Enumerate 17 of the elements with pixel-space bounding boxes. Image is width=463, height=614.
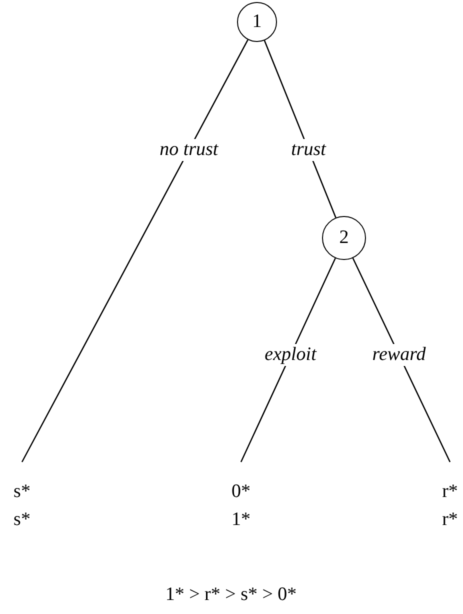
tree-branch: [264, 40, 336, 218]
tree-branch: [21, 39, 248, 462]
payoff-value: 1*: [232, 508, 250, 532]
player-node: 1: [237, 2, 277, 42]
payoff-value: r*: [442, 508, 458, 532]
payoff-value: s*: [14, 508, 30, 532]
tree-branch: [240, 258, 336, 462]
edge-label: no trust: [158, 139, 220, 161]
edge-label: reward: [370, 344, 428, 366]
payoff-value: s*: [14, 480, 30, 504]
player-node: 2: [322, 216, 366, 260]
edge-label: exploit: [262, 344, 318, 366]
edge-label: trust: [289, 139, 328, 161]
payoff-value: 0*: [232, 480, 250, 504]
payoff-value: r*: [442, 480, 458, 504]
tree-branch: [352, 258, 451, 462]
payoff-ordering-note: 1* > r* > s* > 0*: [165, 584, 297, 606]
